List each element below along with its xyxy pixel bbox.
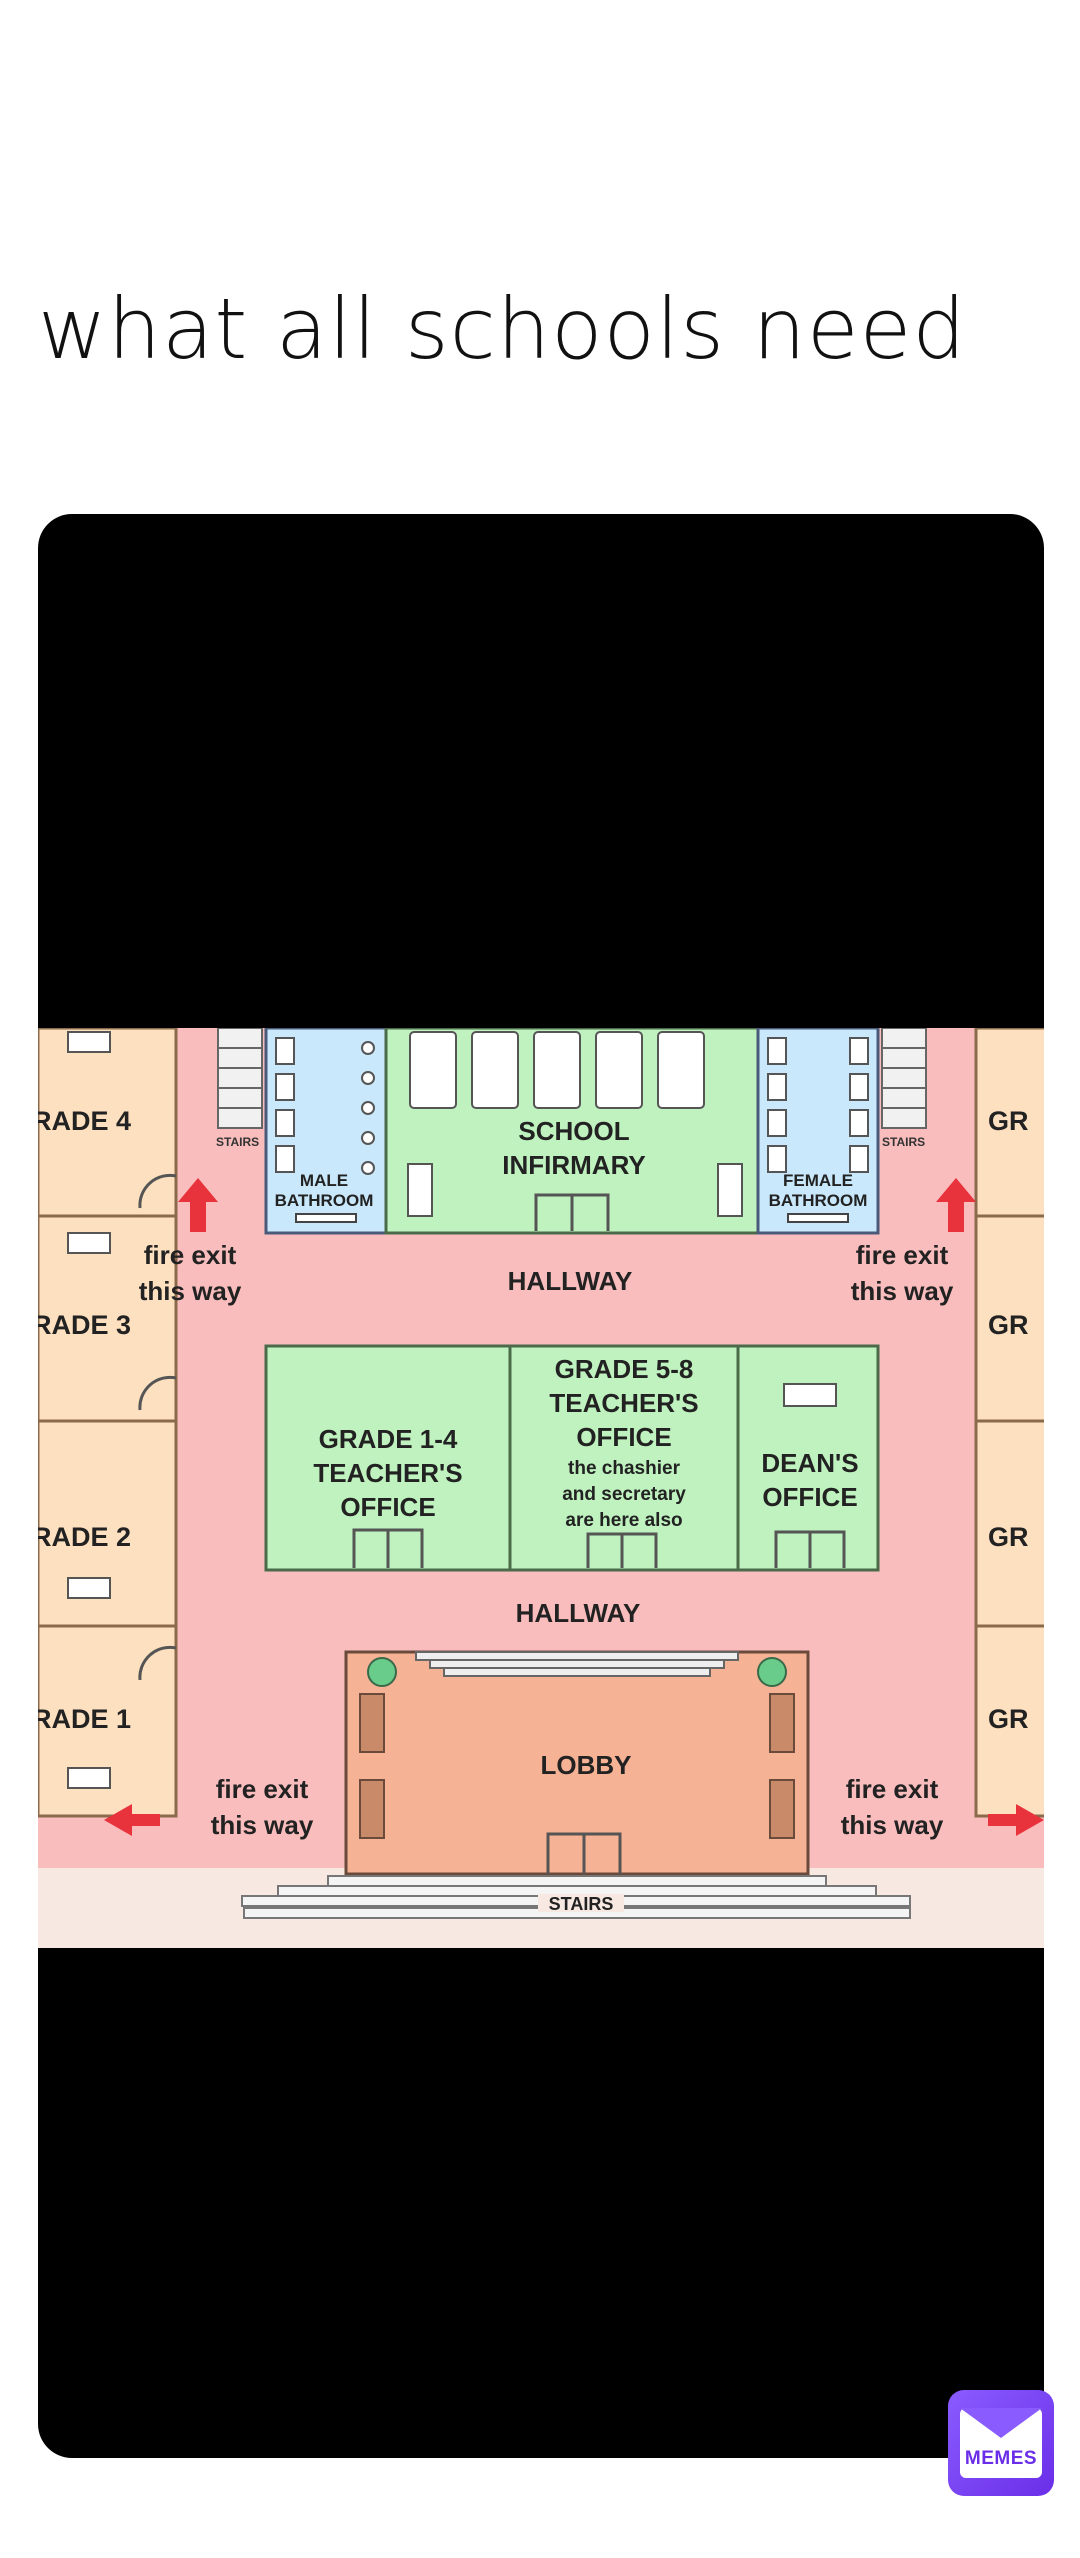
grade-5-8-teachers-office [508,1344,740,1572]
memes-app-badge[interactable]: MEMES [948,2390,1054,2496]
right-stairs [881,1028,927,1129]
plant-icon [367,1657,397,1687]
door-icon [138,1173,177,1209]
right-stairs-label: STAIRS [882,1135,925,1149]
g58-note-2: and secretary [562,1484,686,1505]
hallway-top-label: HALLWAY [508,1266,633,1296]
female-bathroom-label-2: BATHROOM [769,1191,868,1210]
image-card: RADE 4 RADE 3 RADE 2 RADE 1 GR GR GR GR … [38,514,1044,2458]
dean-label-1: DEAN'S [761,1448,858,1478]
g58-label-3: OFFICE [576,1422,671,1452]
post-caption: what all schools need [38,280,967,378]
fire-exit-label-tr-1: fire exit [856,1240,949,1270]
male-bathroom-label-2: BATHROOM [275,1191,374,1210]
g58-label-2: TEACHER'S [549,1388,698,1418]
g58-note-3: are here also [565,1510,682,1531]
room-grade-right-d: GR [988,1704,1029,1734]
g14-label-3: OFFICE [340,1492,435,1522]
room-grade-4: RADE 4 [38,1106,131,1136]
memes-badge-label: MEMES [964,2448,1038,2469]
infirmary-label-1: SCHOOL [518,1116,629,1146]
fire-exit-label-tl-2: this way [139,1276,242,1306]
fire-exit-label-br-2: this way [841,1810,944,1840]
g58-label-1: GRADE 5-8 [555,1354,694,1384]
fire-exit-arrow-icon [178,1178,218,1232]
desk-icon [783,1383,837,1407]
room-grade-2: RADE 2 [38,1522,131,1552]
left-classrooms [38,1028,178,1818]
desk-icon [67,1232,111,1254]
desk-icon [67,1767,111,1789]
door-icon [534,1193,610,1231]
room-grade-right-c: GR [988,1522,1029,1552]
male-bathroom-label-1: MALE [300,1171,348,1190]
g14-label-2: TEACHER'S [313,1458,462,1488]
fire-exit-label-bl-2: this way [211,1810,314,1840]
fire-exit-label-bl-1: fire exit [216,1774,309,1804]
fire-exit-arrow-icon [936,1178,976,1232]
plant-icon [757,1657,787,1687]
desk-icon [67,1577,111,1599]
room-grade-3: RADE 3 [38,1310,131,1340]
door-icon [546,1832,622,1874]
left-stairs [217,1028,263,1129]
g14-label-1: GRADE 1-4 [319,1424,458,1454]
lobby [344,1650,810,1876]
desk-icon [67,1031,111,1053]
door-icon [774,1530,846,1568]
room-grade-right-a: GR [988,1106,1029,1136]
fire-exit-arrow-icon [988,1804,1044,1836]
right-classrooms [974,1028,1044,1818]
left-stairs-label: STAIRS [216,1135,259,1149]
school-floor-plan: RADE 4 RADE 3 RADE 2 RADE 1 GR GR GR GR … [38,1028,1044,1948]
door-icon [586,1532,658,1568]
fire-exit-label-tr-2: this way [851,1276,954,1306]
female-bathroom-label-1: FEMALE [783,1171,853,1190]
infirmary-label-2: INFIRMARY [502,1150,645,1180]
fire-exit-label-br-1: fire exit [846,1774,939,1804]
fire-exit-label-tl-1: fire exit [144,1240,237,1270]
dean-label-2: OFFICE [762,1482,857,1512]
room-grade-right-b: GR [988,1310,1029,1340]
room-grade-1: RADE 1 [38,1704,131,1734]
door-icon [138,1375,177,1411]
door-icon [352,1528,424,1568]
front-stairs-label: STAIRS [549,1894,614,1914]
fire-exit-arrow-icon [104,1804,160,1836]
lobby-label: LOBBY [541,1750,632,1780]
envelope-icon: MEMES [960,2408,1042,2478]
door-icon [138,1645,177,1681]
hallway-bottom-label: HALLWAY [516,1598,641,1628]
g58-note-1: the chashier [568,1458,681,1479]
